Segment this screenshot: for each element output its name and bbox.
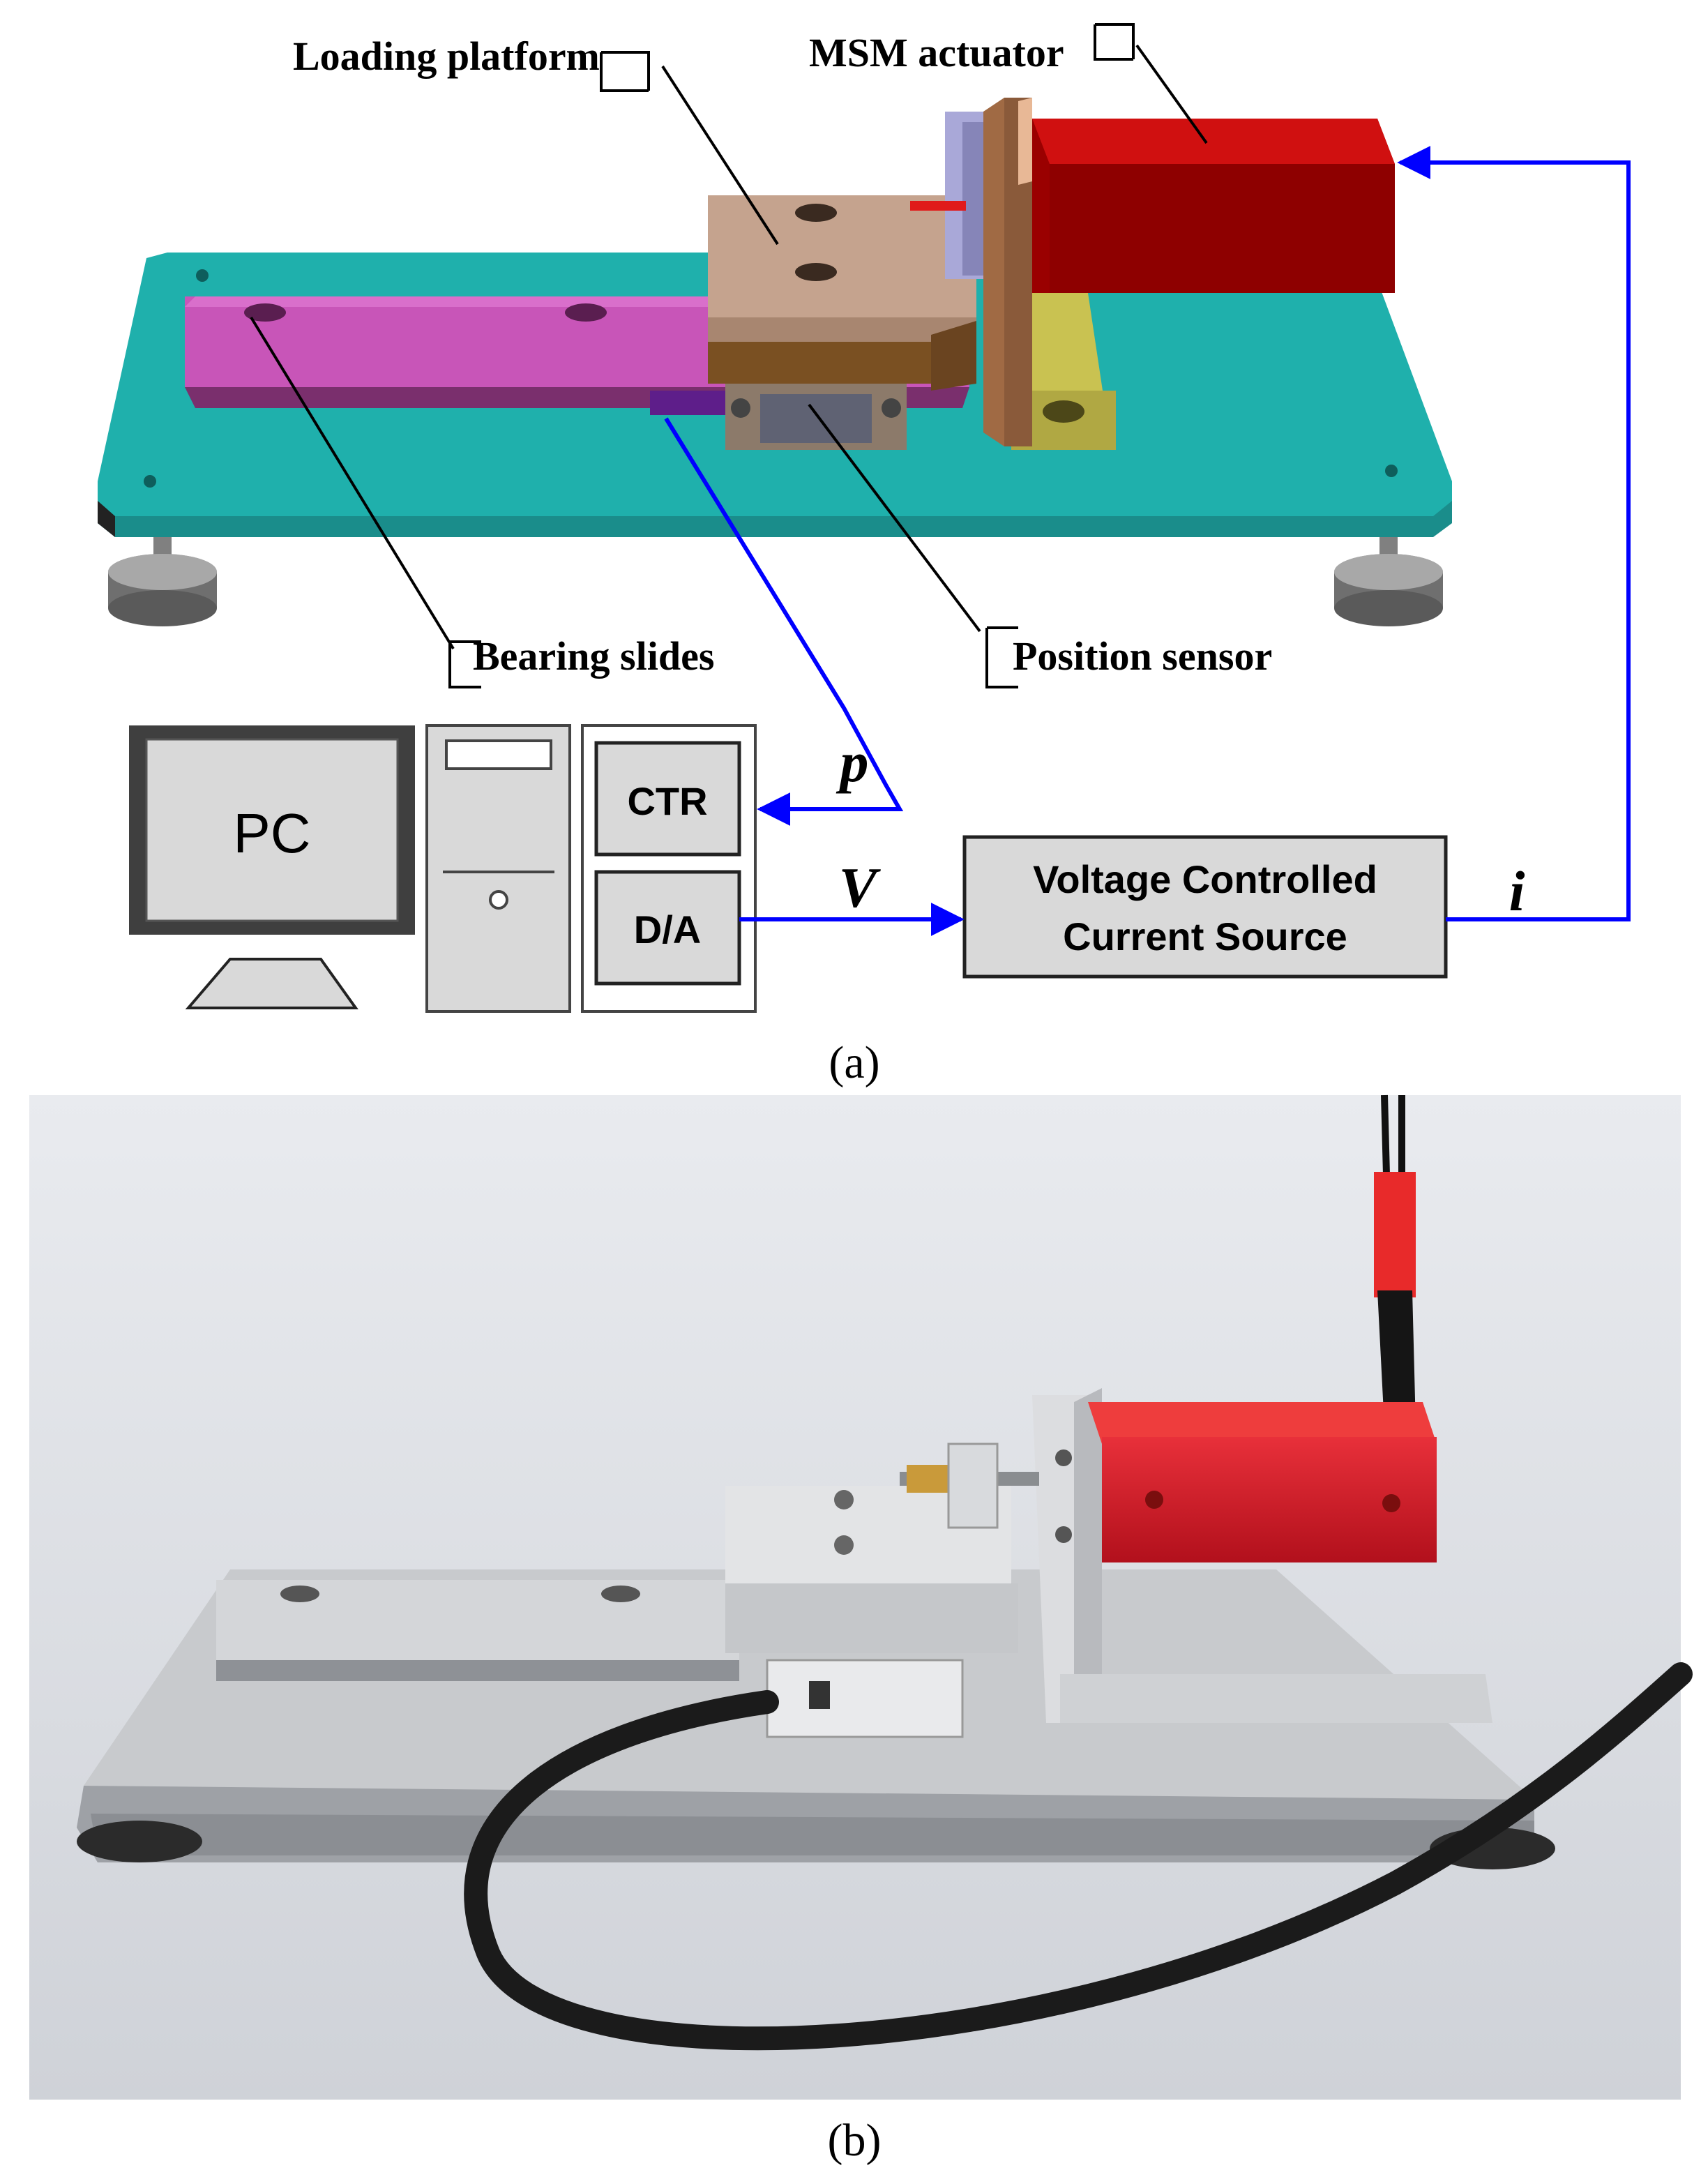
vccs-line2: Current Source xyxy=(1063,914,1347,958)
io-box: CTR D/A xyxy=(581,724,757,1013)
panel-a: Loading platform MSM actuator Bearing sl… xyxy=(98,23,1631,1088)
ctr-box xyxy=(594,741,741,857)
label-msm-actuator: MSM actuator xyxy=(809,30,1064,75)
ctr-label: CTR xyxy=(627,779,707,823)
da-box xyxy=(594,870,741,986)
pc-label: PC xyxy=(233,802,310,864)
foot-left xyxy=(108,530,217,626)
panel-b: (b) xyxy=(29,1094,1693,2166)
signal-v: V xyxy=(839,856,882,919)
signal-p: p xyxy=(836,730,869,794)
pc-tower xyxy=(425,724,571,1013)
label-loading-platform: Loading platform xyxy=(293,33,600,79)
vccs-block: Voltage Controlled Current Source xyxy=(962,835,1448,979)
photo-msm-actuator xyxy=(1088,1402,1437,1562)
vccs-line1: Voltage Controlled xyxy=(1033,857,1377,901)
photo-rail xyxy=(216,1580,739,1681)
photo-actuator-plate xyxy=(1032,1388,1492,1723)
signal-lines xyxy=(664,146,1631,936)
photo-sensor-cable xyxy=(464,1662,1693,2051)
actuator-bracket xyxy=(1011,293,1116,450)
leaders xyxy=(250,23,1208,688)
photo-loading-platform xyxy=(725,1486,1018,1738)
foot-right xyxy=(1334,530,1443,626)
caption-a: (a) xyxy=(829,1037,879,1088)
push-plate xyxy=(945,112,983,279)
position-sensor xyxy=(725,380,907,450)
caption-b: (b) xyxy=(828,2115,882,2166)
signal-i: i xyxy=(1509,859,1525,923)
msm-actuator-block xyxy=(1032,119,1395,293)
current-signal-line xyxy=(1397,146,1631,921)
push-rod xyxy=(910,201,966,211)
label-position-sensor: Position sensor xyxy=(1013,633,1272,679)
actuator-leads xyxy=(1374,1094,1416,1426)
photo-push-rod xyxy=(900,1443,1039,1529)
position-signal-line xyxy=(664,417,904,826)
da-label: D/A xyxy=(634,908,701,951)
pc-monitor: PC xyxy=(129,725,415,1009)
sensor-connector xyxy=(650,391,727,415)
label-bearing-slides: Bearing slides xyxy=(473,633,714,679)
actuator-flange xyxy=(983,98,1032,446)
loading-platform-block xyxy=(708,195,976,391)
